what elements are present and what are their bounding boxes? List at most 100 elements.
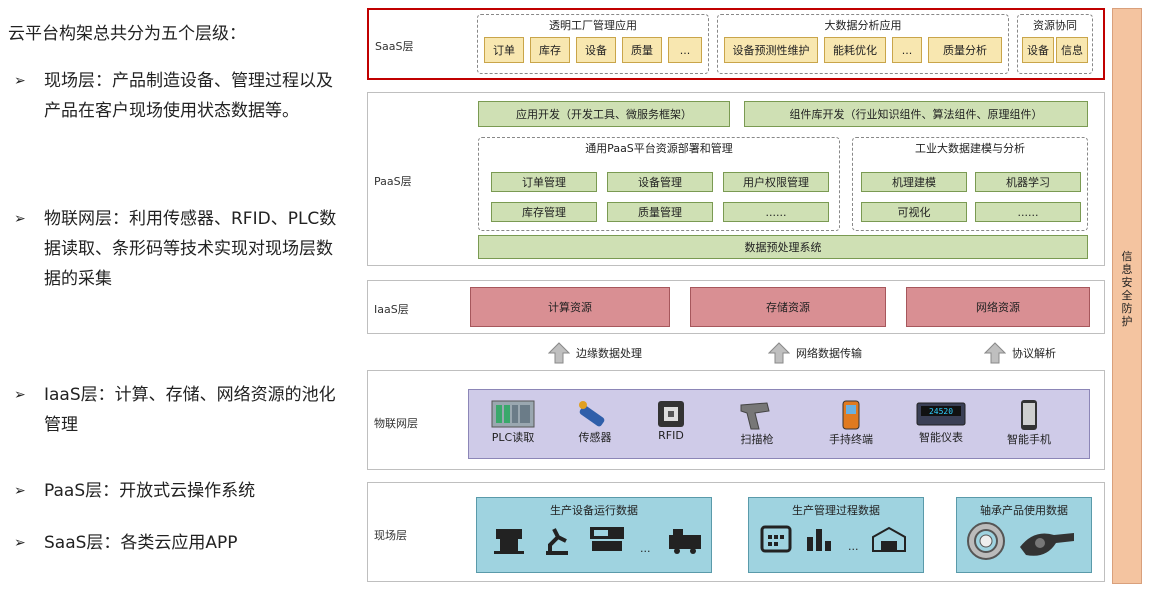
iaas-compute[interactable]: 计算资源 — [470, 287, 670, 327]
saas-app-inventory[interactable]: 库存 — [530, 37, 570, 63]
device-label: 传感器 — [578, 431, 612, 444]
iot-label: 物联网层 — [374, 417, 418, 430]
iot-device-panel — [468, 389, 1090, 459]
arrow-network-transfer: 网络数据传输 — [768, 342, 862, 364]
device-phone[interactable]: 智能手机 — [994, 399, 1064, 447]
field-process-icons: ... — [760, 525, 907, 553]
group-title: 资源协同 — [1033, 19, 1077, 32]
paas-preprocess[interactable]: 数据预处理系统 — [478, 235, 1088, 259]
device-meter[interactable]: 24520 智能仪表 — [906, 399, 976, 445]
paas-permission-mgmt[interactable]: 用户权限管理 — [723, 172, 829, 192]
security-label: 信息安全防护 — [1121, 250, 1133, 328]
saas-app-more2[interactable]: ... — [892, 37, 922, 63]
saas-app-res-equipment[interactable]: 设备 — [1022, 37, 1054, 63]
device-plc[interactable]: PLC读取 — [478, 399, 548, 445]
bearing-icon — [967, 522, 1005, 560]
paas-machine-learning[interactable]: 机器学习 — [975, 172, 1081, 192]
paas-mechanism-modeling[interactable]: 机理建模 — [861, 172, 967, 192]
bar-chart-icon — [807, 529, 831, 551]
phone-icon — [1021, 400, 1037, 430]
device-label: PLC读取 — [491, 431, 535, 444]
saas-layer: SaaS层 透明工厂管理应用 订单 库存 设备 质量 ... 大数据分析应用 设… — [367, 8, 1105, 80]
robot-arm-icon — [546, 528, 568, 555]
arrow-label: 边缘数据处理 — [576, 347, 642, 360]
iaas-label: IaaS层 — [374, 303, 409, 316]
meter-value: 24520 — [929, 407, 953, 416]
paas-inventory-mgmt[interactable]: 库存管理 — [491, 202, 597, 222]
arrow-label: 协议解析 — [1012, 347, 1056, 360]
plc-icon — [491, 400, 535, 428]
field-group-title: 生产设备运行数据 — [550, 504, 638, 517]
meter-icon: 24520 — [916, 402, 966, 426]
sensor-icon — [579, 401, 605, 427]
paas-component-dev[interactable]: 组件库开发（行业知识组件、算法组件、原理组件） — [744, 101, 1088, 127]
device-label: 智能仪表 — [919, 431, 963, 444]
device-label: 智能手机 — [1007, 433, 1051, 446]
device-label: RFID — [658, 429, 684, 442]
scanner-icon — [740, 402, 770, 430]
saas-app-quality[interactable]: 质量 — [622, 37, 662, 63]
paas-order-mgmt[interactable]: 订单管理 — [491, 172, 597, 192]
arrow-label: 网络数据传输 — [796, 347, 862, 360]
device-sensor[interactable]: 传感器 — [560, 399, 630, 445]
ellipsis: ... — [640, 542, 651, 555]
iaas-network[interactable]: 网络资源 — [906, 287, 1090, 327]
device-label: 手持终端 — [829, 433, 873, 446]
paas-more-mgmt[interactable]: ...... — [723, 202, 829, 222]
bullet-saas: ➢SaaS层：各类云应用APP — [14, 533, 238, 553]
paas-more-analysis[interactable]: ...... — [975, 202, 1081, 222]
lathe-icon — [494, 529, 524, 554]
field-equipment-icons: ... — [492, 525, 705, 555]
machine-tool-icon — [590, 527, 624, 551]
field-bearing-icons — [966, 521, 1078, 561]
bullet-iot: ➢物联网层：利用传感器、RFID、PLC数据读取、条形码等技术实现对现场层数据的… — [14, 209, 337, 289]
paas-bigdata-group: 工业大数据建模与分析 机理建模 机器学习 可视化 ...... — [852, 137, 1088, 231]
paas-app-dev[interactable]: 应用开发（开发工具、微服务框架） — [478, 101, 730, 127]
device-rfid[interactable]: RFID — [636, 399, 706, 442]
warehouse-icon — [871, 526, 906, 552]
bullet-field: ➢现场层：产品制造设备、管理过程以及产品在客户现场使用状态数据等。 — [14, 71, 333, 121]
paas-visualization[interactable]: 可视化 — [861, 202, 967, 222]
paas-general-group: 通用PaaS平台资源部署和管理 订单管理 设备管理 用户权限管理 库存管理 质量… — [478, 137, 840, 231]
security-bar — [1112, 8, 1142, 584]
field-group-title: 轴承产品使用数据 — [980, 504, 1068, 517]
group-title: 工业大数据建模与分析 — [915, 142, 1025, 155]
paas-layer: PaaS层 应用开发（开发工具、微服务框架） 组件库开发（行业知识组件、算法组件… — [367, 92, 1105, 266]
saas-group-bigdata: 大数据分析应用 设备预测性维护 能耗优化 ... 质量分析 — [717, 14, 1009, 74]
rfid-icon — [658, 401, 684, 427]
calendar-icon — [760, 525, 792, 553]
saas-group-transparent-factory: 透明工厂管理应用 订单 库存 设备 质量 ... — [477, 14, 709, 74]
group-title: 大数据分析应用 — [824, 19, 902, 32]
saas-app-more[interactable]: ... — [668, 37, 702, 63]
field-process-data: 生产管理过程数据 — [748, 497, 924, 573]
device-handheld[interactable]: 手持终端 — [816, 399, 886, 447]
arrow-edge-processing: 边缘数据处理 — [548, 342, 642, 364]
group-title: 透明工厂管理应用 — [549, 19, 637, 32]
group-title: 通用PaaS平台资源部署和管理 — [585, 142, 733, 155]
saas-label: SaaS层 — [375, 40, 414, 53]
field-layer: 现场层 生产设备运行数据 ... 生产管理过程数据 ... 轴承产品使用数据 — [367, 482, 1105, 582]
saas-app-order[interactable]: 订单 — [484, 37, 524, 63]
paas-label: PaaS层 — [374, 175, 412, 188]
hub-assembly-icon — [1020, 533, 1074, 556]
bullet-paas: ➢PaaS层：开放式云操作系统 — [14, 481, 256, 501]
saas-app-res-info[interactable]: 信息 — [1056, 37, 1088, 63]
device-label: 扫描枪 — [740, 433, 774, 446]
paas-equipment-mgmt[interactable]: 设备管理 — [607, 172, 713, 192]
saas-app-equipment[interactable]: 设备 — [576, 37, 616, 63]
paas-quality-mgmt[interactable]: 质量管理 — [607, 202, 713, 222]
saas-app-energy[interactable]: 能耗优化 — [824, 37, 886, 63]
device-scanner[interactable]: 扫描枪 — [722, 399, 792, 447]
field-group-title: 生产管理过程数据 — [792, 504, 880, 517]
arrow-protocol-parse: 协议解析 — [984, 342, 1056, 364]
intro-text: 云平台构架总共分为五个层级： — [8, 24, 246, 44]
ellipsis: ... — [848, 540, 859, 553]
up-arrow-icon — [768, 342, 790, 364]
iaas-layer: IaaS层 计算资源 存储资源 网络资源 — [367, 280, 1105, 334]
bullet-iaas: ➢IaaS层：计算、存储、网络资源的池化管理 — [14, 385, 336, 435]
iaas-storage[interactable]: 存储资源 — [690, 287, 886, 327]
saas-app-quality-analysis[interactable]: 质量分析 — [928, 37, 1002, 63]
saas-app-predictive-maintenance[interactable]: 设备预测性维护 — [724, 37, 818, 63]
up-arrow-icon — [984, 342, 1006, 364]
iot-layer: 物联网层 PLC读取 传感器 RFID 扫描枪 — [367, 370, 1105, 470]
